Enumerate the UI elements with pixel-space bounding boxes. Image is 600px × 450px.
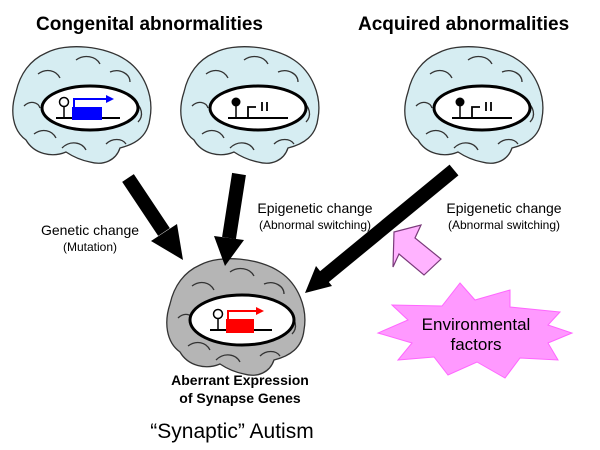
label-epigenetic-change-1: Epigenetic change	[257, 200, 372, 216]
arrow-epigenetic-congenital	[214, 172, 246, 266]
label-mutation: (Mutation)	[63, 240, 117, 254]
arrow-genetic	[122, 174, 183, 260]
label-abnormal-switching-2: (Abnormal switching)	[448, 218, 560, 232]
gene-icon-silenced	[228, 97, 288, 119]
arrow-environmental	[392, 224, 442, 276]
label-epigenetic-change-2: Epigenetic change	[446, 200, 561, 216]
label-abnormal-switching-1: (Abnormal switching)	[259, 218, 371, 232]
header-acquired: Acquired abnormalities	[358, 14, 569, 35]
result-title: “Synaptic” Autism	[150, 420, 313, 443]
environmental-line2: factors	[450, 335, 501, 354]
brain-congenital-genetic	[12, 46, 152, 164]
label-genetic-change: Genetic change	[41, 222, 139, 238]
header-congenital: Congenital abnormalities	[36, 14, 263, 35]
brain-synaptic-autism	[166, 258, 306, 376]
gene-icon-aberrant	[210, 307, 272, 333]
result-line1: Aberrant Expression	[171, 372, 309, 388]
result-line2: of Synapse Genes	[179, 390, 301, 406]
environmental-line1: Environmental	[422, 315, 531, 334]
gene-icon-silenced	[452, 97, 512, 119]
brain-congenital-epigenetic	[180, 46, 320, 164]
environmental-factors-star	[376, 282, 574, 379]
gene-icon-mutated	[56, 95, 120, 120]
brain-acquired-epigenetic	[404, 46, 544, 164]
arrow-epigenetic-acquired	[305, 164, 459, 293]
